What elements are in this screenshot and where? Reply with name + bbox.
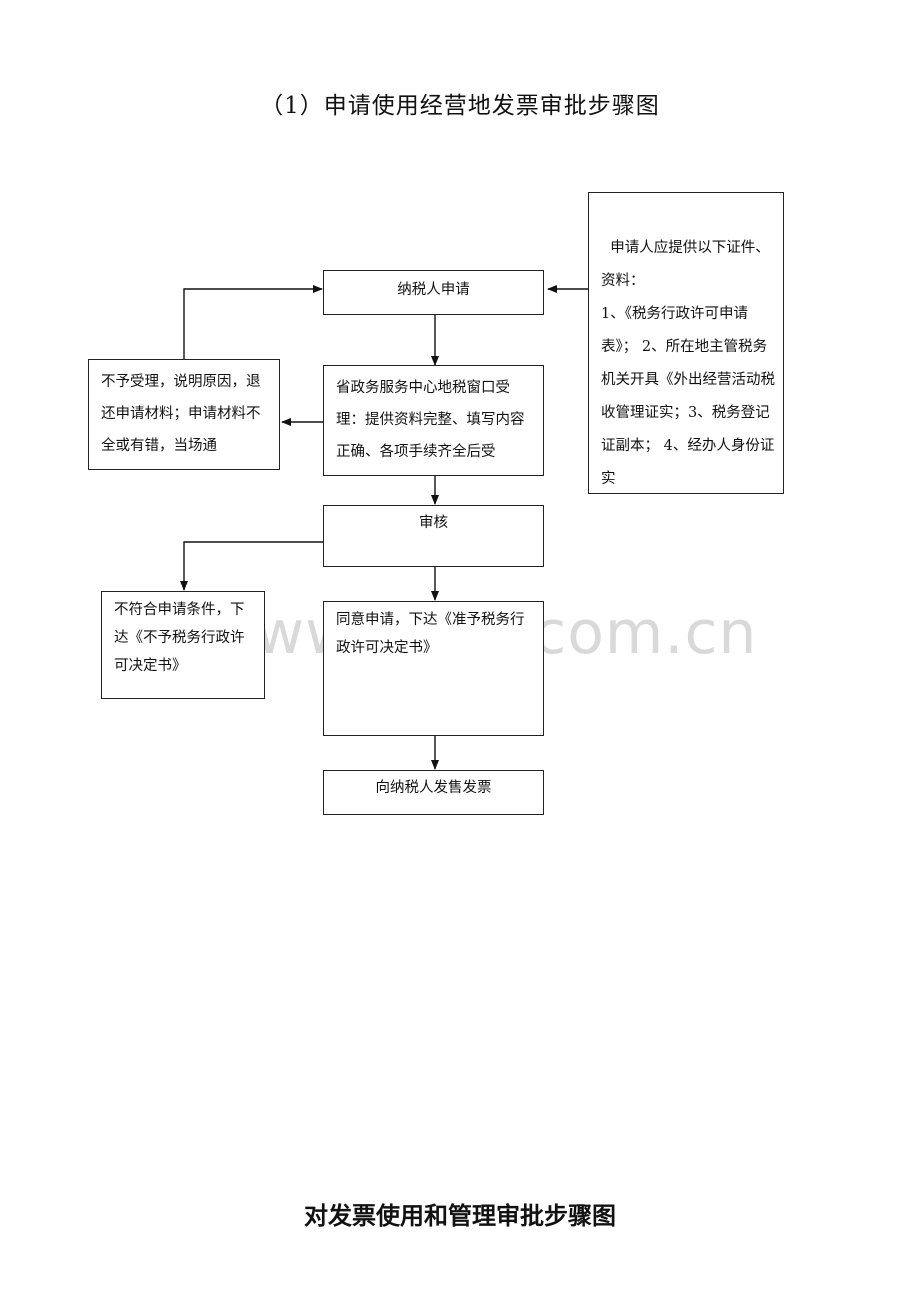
box-deny: 不符合申请条件，下达《不予税务行政许可决定书》 xyxy=(101,591,265,699)
box-required-materials: 申请人应提供以下证件、资料： 1、《税务行政许可申请表》； 2、所在地主管税务机… xyxy=(588,192,784,494)
diagram-title: （1）申请使用经营地发票审批步骤图 xyxy=(260,93,660,119)
box-label: 向纳税人发售发票 xyxy=(375,780,492,796)
arrow-review-to-deny xyxy=(180,541,323,591)
box-label: 申请人应提供以下证件、资料： 1、《税务行政许可申请表》； 2、所在地主管税务机… xyxy=(601,240,775,487)
section-title: 对发票使用和管理审批步骤图 xyxy=(304,1202,616,1230)
box-review: 审核 xyxy=(323,505,544,567)
box-label: 不予受理，说明原因，退还申请材料；申请材料不全或有错，当场通 xyxy=(101,374,261,454)
box-reject: 不予受理，说明原因，退还申请材料；申请材料不全或有错，当场通 xyxy=(88,359,280,470)
box-window-accept: 省政务服务中心地税窗口受理：提供资料完整、填写内容正确、各项手续齐全后受 xyxy=(323,365,544,476)
box-label: 省政务服务中心地税窗口受理：提供资料完整、填写内容正确、各项手续齐全后受 xyxy=(336,380,525,460)
box-approve: 同意申请，下达《准予税务行政许可决定书》 xyxy=(323,601,544,736)
box-label: 同意申请，下达《准予税务行政许可决定书》 xyxy=(336,612,525,656)
box-taxpayer-apply: 纳税人申请 xyxy=(323,270,544,315)
box-label: 审核 xyxy=(419,515,448,531)
box-label: 不符合申请条件，下达《不予税务行政许可决定书》 xyxy=(114,602,245,674)
box-label: 纳税人申请 xyxy=(397,282,470,298)
box-sell-invoice: 向纳税人发售发票 xyxy=(323,770,544,815)
arrow-reject-to-apply xyxy=(183,285,323,359)
